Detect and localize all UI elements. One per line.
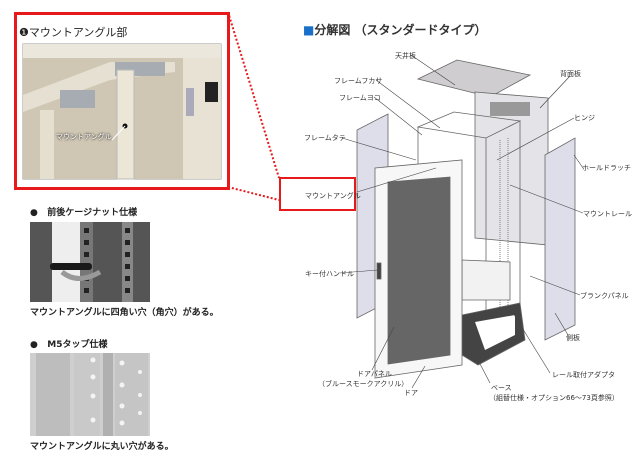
mount-angle-highlight <box>279 177 356 211</box>
m5-tap-title: M5タップ仕様 <box>47 340 108 350</box>
label-blank-panel: ブランクパネル <box>580 292 629 300</box>
detail-title-text: マウントアングル部 <box>28 26 128 39</box>
mount-angle-photo <box>22 43 222 180</box>
label-key-handle: キー付ハンドル <box>305 270 354 278</box>
label-ceiling: 天井板 <box>395 52 416 60</box>
cage-nut-photo <box>30 222 150 302</box>
label-frame-depth: フレームフカサ <box>334 77 383 85</box>
label-door-panel-note: （ブルースモークアクリル） <box>318 380 409 388</box>
label-back-panel: 背面板 <box>560 70 581 78</box>
cabinet-exploded-view <box>356 59 576 379</box>
bullet-icon: ● <box>30 340 38 350</box>
side-panel <box>544 137 576 341</box>
number-badge: ❶ <box>19 26 29 39</box>
callout-line-bottom <box>227 186 280 201</box>
cage-nut-heading: ● 前後ケージナット仕様 <box>30 205 137 218</box>
label-hinge: ヒンジ <box>574 114 595 122</box>
label-side-panel: 側板 <box>566 334 580 342</box>
label-frame-vertical: フレームタテ <box>304 134 346 142</box>
m5-tap-heading: ● M5タップ仕様 <box>30 337 107 350</box>
ceiling-panel <box>416 59 532 98</box>
m5-tap-caption: マウントアングルに丸い穴がある。 <box>30 442 174 452</box>
label-mount-rail: マウントレール <box>583 210 632 218</box>
diagram-title: ■分解図 （スタンダードタイプ） <box>303 21 487 38</box>
square-icon: ■ <box>303 23 315 37</box>
cage-nut-caption: マウントアングルに四角い穴（角穴）がある。 <box>30 308 219 318</box>
diagram-title-text: 分解図 （スタンダードタイプ） <box>314 23 487 37</box>
bullet-icon: ● <box>30 208 38 218</box>
label-door: ドア <box>404 389 418 397</box>
door-panel <box>387 176 451 365</box>
label-frame-horizontal: フレームヨコ <box>339 94 381 102</box>
label-hold-latch: ホールドラッチ <box>582 164 631 172</box>
label-base: ベース <box>491 384 512 392</box>
label-base-note: （組替仕様・オプション66〜73頁参照） <box>489 394 619 402</box>
mount-angle-detail-frame <box>14 12 230 190</box>
label-mount-angle: マウントアングル <box>305 192 361 200</box>
blank-panel <box>461 259 511 301</box>
m5-tap-photo <box>30 353 150 436</box>
callout-line-top <box>227 11 280 179</box>
photo-label: マウントアングル <box>56 133 112 141</box>
detail-title: ❶マウントアングル部 <box>19 24 127 40</box>
label-door-panel: ドアパネル <box>357 370 392 378</box>
label-rail-adapter: レール取付アダプタ <box>552 371 615 379</box>
cage-nut-title: 前後ケージナット仕様 <box>47 208 138 218</box>
